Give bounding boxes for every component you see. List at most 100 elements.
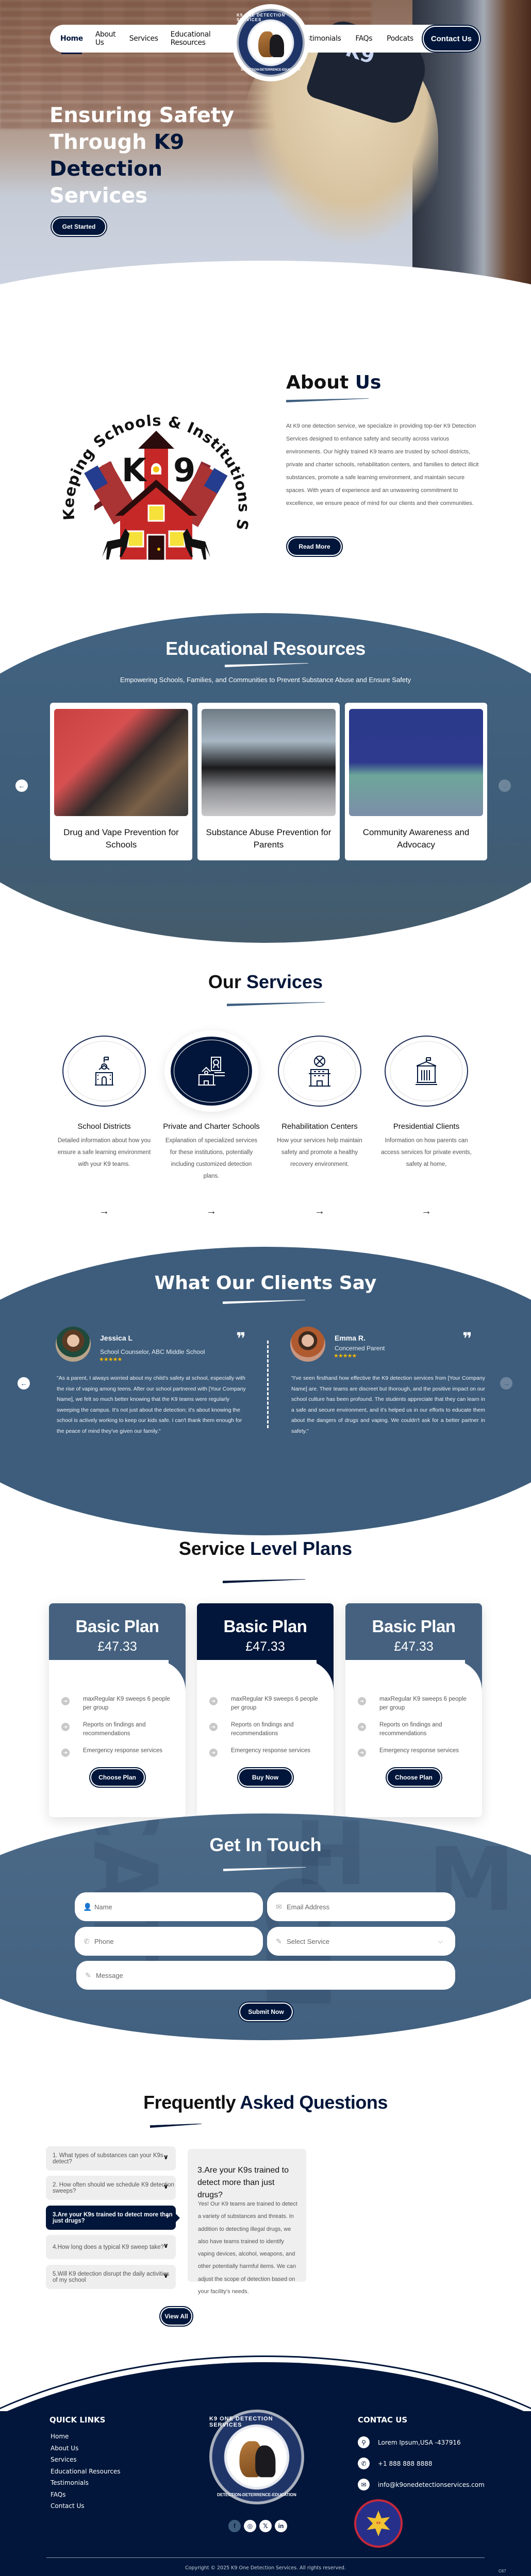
phone-icon: ✆: [358, 2458, 370, 2469]
read-more-button[interactable]: Read More: [286, 536, 343, 557]
avatar: [56, 1327, 91, 1362]
plans-title-underline: [223, 1579, 305, 1583]
arrow-right-icon[interactable]: →: [99, 1206, 109, 1217]
arrow-circle-icon: ➔: [358, 1697, 366, 1705]
arrow-circle-icon: ➔: [209, 1697, 218, 1705]
arrow-right-icon[interactable]: →: [314, 1206, 325, 1217]
testimonial-prev-arrow-icon[interactable]: ←: [18, 1377, 30, 1389]
footer-email[interactable]: ✉info@k9onedetectionservices.com: [358, 2479, 485, 2490]
copyright: Copyright © 2025 K9 One Detection Servic…: [185, 2565, 346, 2571]
nav-educational-resources[interactable]: Educational Resources: [170, 30, 211, 47]
buy-now-button[interactable]: Buy Now: [237, 1767, 294, 1788]
edu-card-image: [202, 709, 336, 816]
faq-answer-panel: 3.Are your K9s trained to detect more th…: [188, 2149, 306, 2295]
edu-card-community-awareness[interactable]: Community Awareness and Advocacy: [345, 703, 487, 860]
phone-field[interactable]: ✆Phone: [75, 1927, 263, 1956]
view-all-button[interactable]: View All: [159, 2306, 193, 2327]
chevron-down-icon: ∨: [163, 2182, 169, 2190]
arrow-right-icon[interactable]: →: [206, 1206, 217, 1217]
plan-card-basic: Basic Plan £47.33 ➔maxRegular K9 sweeps …: [49, 1603, 186, 1817]
nndda-badge: K9: [354, 2499, 403, 2548]
footer-link-educational-resources[interactable]: Educational Resources: [51, 2467, 121, 2475]
get-started-button[interactable]: Get Started: [51, 216, 107, 237]
edu-next-arrow-icon[interactable]: →: [499, 779, 511, 792]
testimonial-divider: [267, 1341, 269, 1428]
service-presidential-clients[interactable]: Presidential Clients Information on how …: [372, 1036, 480, 1217]
nav-testimonials[interactable]: Testimonials: [298, 35, 341, 43]
faq-question-3[interactable]: 3.Are your K9s trained to detect more th…: [46, 2206, 180, 2230]
nav-about-us[interactable]: About Us: [95, 30, 116, 47]
plan-feature: ➔Emergency response services: [358, 1747, 471, 1757]
footer-link-home[interactable]: Home: [51, 2433, 69, 2440]
faq-question-4[interactable]: 4.How long does a typical K9 sweep take?…: [46, 2235, 176, 2259]
logo-dogs-icon: [256, 27, 285, 58]
site-logo[interactable]: K9 ONE DETECTION SERVICES DETECTION-DETE…: [232, 4, 309, 81]
name-field[interactable]: 👤Name: [75, 1892, 263, 1921]
note-icon: ✎: [85, 1971, 91, 1979]
x-twitter-icon[interactable]: 𝕏: [259, 2520, 272, 2532]
testimonials-title: What Our Clients Say: [154, 1273, 377, 1294]
quote-icon: ❞: [236, 1329, 246, 1348]
contact-us-heading: CONTAC US: [358, 2415, 408, 2425]
chevron-down-icon: ∨: [163, 2272, 169, 2279]
edu-card-image: [349, 709, 483, 816]
choose-plan-button[interactable]: Choose Plan: [89, 1767, 146, 1788]
email-field[interactable]: ✉Email Address: [267, 1892, 455, 1921]
service-private-charter-schools[interactable]: Private and Charter Schools Explanation …: [157, 1036, 266, 1217]
footer-link-testimonials[interactable]: Testimonials: [51, 2479, 89, 2486]
select-service-dropdown[interactable]: ✎Select Service⌵: [267, 1927, 455, 1956]
footer-logo: K9 ONE DETECTION SERVICES DETECTION-DETE…: [209, 2410, 304, 2504]
plan-header: [197, 1603, 334, 1660]
location-pin-icon: ⚲: [358, 2436, 370, 2448]
rehab-center-icon: [278, 1036, 361, 1107]
plan-feature: ➔Reports on findings and recommendations: [61, 1721, 175, 1738]
chevron-right-icon: ›: [166, 2212, 169, 2220]
footer-link-faqs[interactable]: FAQs: [51, 2490, 66, 2498]
message-field[interactable]: ✎Message: [76, 1961, 455, 1990]
contact-us-button[interactable]: Contact Us: [421, 25, 481, 53]
service-school-districts[interactable]: School Districts Detailed information ab…: [50, 1036, 158, 1217]
arrow-right-icon[interactable]: →: [421, 1206, 432, 1217]
edu-card-substance-abuse[interactable]: Substance Abuse Prevention for Parents: [197, 703, 340, 860]
service-rehabilitation-centers[interactable]: Rehabilitation Centers How your services…: [266, 1036, 374, 1217]
nav-services[interactable]: Services: [129, 35, 158, 43]
plan-feature: ➔maxRegular K9 sweeps 6 people per group: [61, 1695, 175, 1713]
user-icon: 👤: [83, 1902, 92, 1911]
facebook-icon[interactable]: f: [228, 2520, 241, 2532]
testimonial-next-arrow-icon[interactable]: →: [500, 1377, 512, 1389]
footer-link-about[interactable]: About Us: [51, 2444, 79, 2452]
contact-title-underline: [223, 1867, 306, 1871]
plan-header: [345, 1603, 482, 1660]
svg-text:9: 9: [173, 451, 195, 489]
about-title-underline: [286, 398, 369, 402]
faq-question-1[interactable]: 1. What types of substances can your K9s…: [46, 2146, 176, 2171]
about-body: At K9 one detection service, we speciali…: [286, 423, 479, 506]
edu-card-drug-vape[interactable]: Drug and Vape Prevention for Schools: [50, 703, 192, 860]
choose-plan-button[interactable]: Choose Plan: [385, 1767, 442, 1788]
educational-resources-title: Educational Resources: [165, 638, 366, 659]
chevron-down-icon: ⌵: [438, 1937, 443, 1945]
submit-now-button[interactable]: Submit Now: [238, 2002, 294, 2022]
footer-phone[interactable]: ✆+1 888 888 8888: [358, 2458, 432, 2469]
star-rating: ★★★★★: [334, 1353, 357, 1359]
edu-prev-arrow-icon[interactable]: ←: [15, 779, 28, 792]
footer-link-services[interactable]: Services: [51, 2456, 77, 2463]
plan-feature: ➔Reports on findings and recommendations: [209, 1721, 323, 1738]
arrow-circle-icon: ➔: [358, 1723, 366, 1731]
footer-link-contact[interactable]: Contact Us: [51, 2502, 85, 2510]
nav-podcasts[interactable]: Podcats: [387, 35, 413, 43]
plan-card-basic: Basic Plan £47.33 ➔maxRegular K9 sweeps …: [345, 1603, 482, 1817]
educational-resources-underline: [225, 663, 308, 667]
nav-home[interactable]: Home: [54, 35, 89, 54]
linkedin-icon[interactable]: in: [275, 2520, 287, 2532]
plan-feature: ➔Reports on findings and recommendations: [358, 1721, 471, 1738]
services-title: Our Services: [208, 971, 323, 992]
government-building-icon: [385, 1036, 468, 1107]
arrow-circle-icon: ➔: [61, 1723, 70, 1731]
plans-title: Service Level Plans: [178, 1538, 353, 1559]
nav-faqs[interactable]: FAQs: [355, 35, 373, 43]
instagram-icon[interactable]: ◎: [244, 2520, 256, 2532]
sheriff-star-icon: K9: [367, 2511, 390, 2536]
faq-question-5[interactable]: 5.Will K9 detection disrupt the daily ac…: [46, 2265, 176, 2289]
faq-question-2[interactable]: 2. How often should we schedule K9 detec…: [46, 2176, 176, 2200]
